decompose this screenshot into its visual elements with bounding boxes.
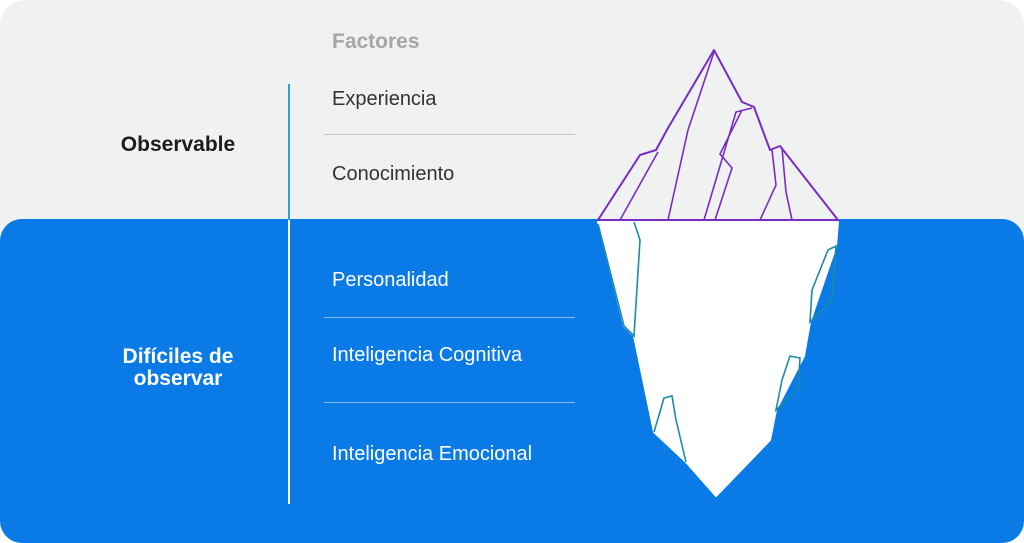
above-water-panel	[0, 0, 1024, 260]
iceberg-base	[597, 221, 839, 497]
category-hard-to-observe: Difíciles de observar	[122, 345, 234, 390]
factor-divider	[324, 317, 575, 318]
factor-personalidad: Personalidad	[332, 269, 449, 291]
factor-inteligencia-emocional: Inteligencia Emocional	[332, 443, 533, 465]
factor-experiencia: Experiencia	[332, 88, 437, 110]
factors-header: Factores	[332, 30, 420, 53]
factor-divider	[324, 402, 575, 403]
below-water-panel	[0, 219, 1024, 543]
observable-bracket-line	[288, 84, 290, 220]
category-observable: Observable	[120, 133, 236, 156]
factor-divider	[324, 134, 575, 135]
factor-conocimiento: Conocimiento	[332, 163, 455, 185]
factor-inteligencia-cognitiva: Inteligencia Cognitiva	[332, 344, 523, 366]
hidden-bracket-line	[288, 220, 290, 504]
iceberg-tip	[597, 49, 839, 221]
